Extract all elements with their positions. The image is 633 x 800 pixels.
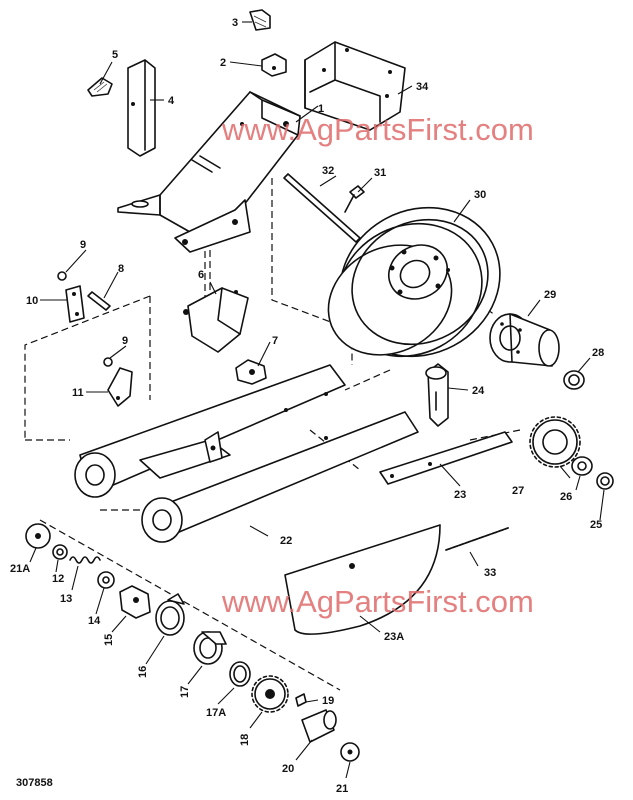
callout-21a: 21A (10, 563, 30, 575)
part-2-bracket (261, 53, 287, 77)
callout-23a: 23A (384, 631, 404, 643)
part-7-flange (235, 359, 267, 385)
part-21a-washer (25, 523, 51, 549)
callout-6: 6 (198, 269, 204, 281)
callout-4: 4 (168, 95, 175, 107)
callout-30: 30 (474, 189, 486, 201)
callout-20: 20 (282, 763, 294, 775)
callout-28: 28 (592, 347, 604, 359)
callout-33: 33 (484, 567, 496, 579)
callout-32: 32 (322, 165, 334, 177)
part-26-nut (571, 456, 593, 476)
callout-13: 13 (60, 593, 72, 605)
callout-1: 1 (318, 103, 324, 115)
callout-18: 18 (239, 734, 251, 746)
leader-lines (29, 21, 605, 779)
callout-15: 15 (103, 634, 115, 646)
part-22-frame (74, 364, 419, 543)
part-24-tensioner (425, 363, 449, 427)
callout-34: 34 (416, 81, 429, 93)
part-28-bearing (563, 370, 585, 390)
part-10-link (65, 285, 85, 323)
part-33-chain (445, 527, 509, 551)
callout-29: 29 (544, 289, 556, 301)
part-23-strap (379, 431, 513, 485)
callout-21: 21 (336, 783, 348, 795)
part-15-hub (119, 585, 151, 619)
callout-9a: 9 (80, 239, 86, 251)
part-18-sprocket (251, 675, 289, 713)
part-16-clutch-cone (155, 593, 185, 636)
callout-22: 22 (280, 535, 292, 547)
callout-5: 5 (112, 49, 118, 61)
part-5-clip (87, 77, 113, 97)
part-25-washer (596, 472, 614, 490)
part-19-key (295, 693, 307, 707)
callout-16: 16 (137, 666, 149, 678)
callout-17: 17 (179, 686, 191, 698)
callout-26: 26 (560, 491, 572, 503)
callout-19: 19 (322, 695, 334, 707)
part-29-hub (489, 313, 560, 367)
callout-27: 27 (512, 485, 524, 497)
part-21-washer (340, 742, 360, 762)
watermark-bottom: www.AgPartsFirst.com (221, 584, 534, 619)
part-20-shaft (301, 709, 337, 743)
callout-2: 2 (220, 57, 226, 69)
part-27-sprocket (529, 416, 581, 468)
callout-17a: 17A (206, 707, 226, 719)
part-12-nut (52, 544, 68, 560)
callout-10: 10 (26, 295, 38, 307)
part-9-nut-upper (57, 271, 67, 281)
callout-31: 31 (374, 167, 386, 179)
callout-7: 7 (272, 335, 278, 347)
callout-labels: 1 2 3 4 5 6 7 8 9 9 10 11 12 13 14 15 16… (10, 17, 604, 795)
part-8-pin (87, 291, 111, 311)
part-6-bracket (183, 287, 249, 353)
callout-8: 8 (118, 263, 124, 275)
callout-14: 14 (88, 615, 101, 627)
part-11-bracket (107, 367, 133, 407)
callout-11: 11 (72, 387, 84, 399)
part-9-nut-lower (103, 357, 113, 367)
part-1-mounting-bracket (117, 91, 301, 253)
watermark-top: www.AgPartsFirst.com (221, 112, 534, 147)
part-14-washer (97, 571, 115, 589)
part-31-bolt (344, 185, 365, 213)
part-23a-guard (284, 524, 441, 635)
part-17a-ring (229, 661, 251, 687)
callout-9b: 9 (122, 335, 128, 347)
part-17-clutch-ring (193, 631, 227, 665)
part-13-spring (69, 556, 101, 564)
callout-3: 3 (232, 17, 238, 29)
callout-23: 23 (454, 489, 466, 501)
callout-25: 25 (590, 519, 602, 531)
figure-number: 307858 (16, 777, 53, 789)
part-4-vertical-strap (127, 59, 156, 157)
part-30-wheel (327, 206, 501, 358)
part-34-u-bracket (304, 41, 406, 131)
callout-24: 24 (472, 385, 485, 397)
part-3-clip (249, 9, 271, 31)
callout-12: 12 (52, 573, 64, 585)
